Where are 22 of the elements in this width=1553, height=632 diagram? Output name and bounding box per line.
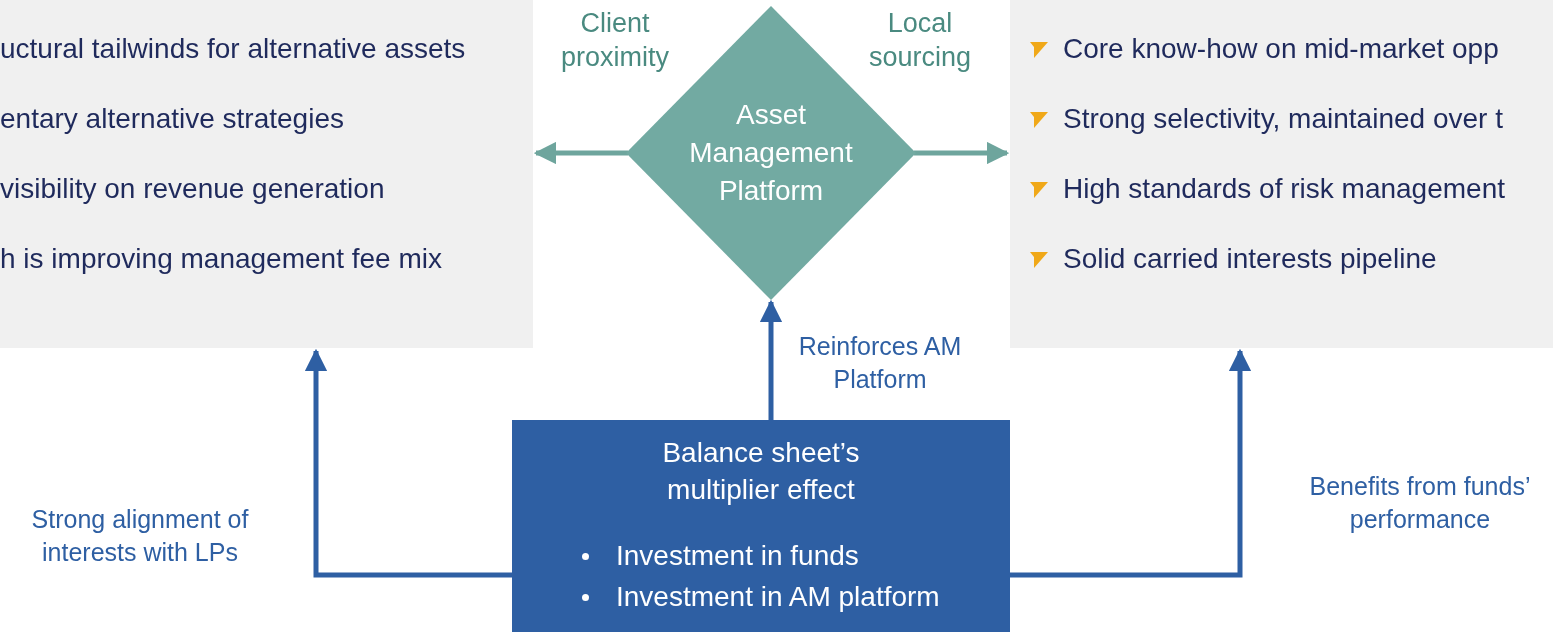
bullet-item: Investment in funds: [582, 539, 859, 573]
text-panel: [1010, 0, 1553, 348]
box-heading: Balance sheet’s multiplier effect: [661, 436, 861, 507]
arrow: [304, 348, 512, 578]
bullet-text: Solid carried interests pipeline: [1063, 243, 1437, 275]
diamond-label: Asset Management Platform: [688, 98, 854, 208]
arrow: [1010, 348, 1252, 578]
side-label: Client proximity: [560, 7, 670, 74]
bullet-text: Strong selectivity, maintained over t: [1063, 103, 1503, 135]
process-box: [512, 420, 1010, 632]
bullet-text: entary alternative strategies: [0, 103, 344, 135]
text-panel: [0, 0, 533, 348]
bullet-text: uctural tailwinds for alternative assets: [0, 33, 466, 65]
arrow: [759, 299, 783, 420]
bullet-text: visibility on revenue generation: [0, 173, 385, 205]
arrow: [914, 141, 1010, 165]
bullet-text: Core know-how on mid-market opp: [1063, 33, 1499, 65]
bullet-text: High standards of risk management: [1063, 173, 1505, 205]
arrow: [533, 141, 628, 165]
side-label: Local sourcing: [867, 7, 973, 74]
bullet-text: h is improving management fee mix: [0, 243, 442, 275]
bullet-item: Investment in AM platform: [582, 580, 940, 614]
